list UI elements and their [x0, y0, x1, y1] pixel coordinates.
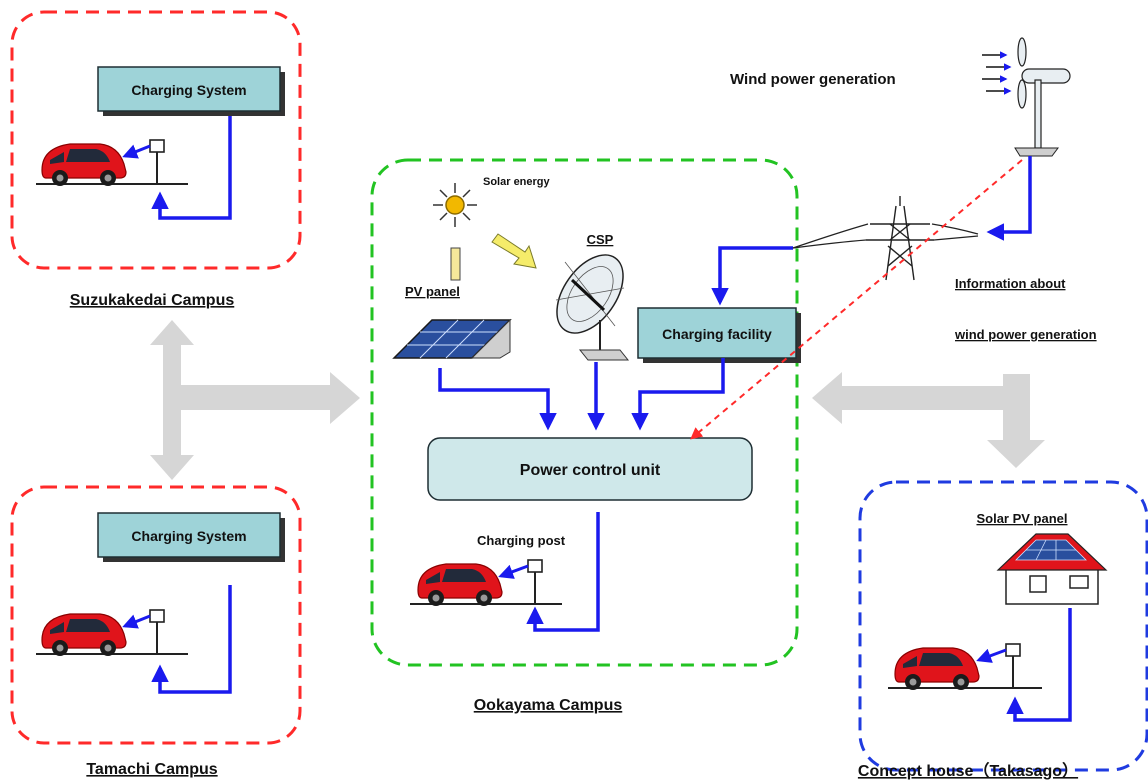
charging-post-icon: [149, 139, 165, 185]
charging-post-label: Charging post: [477, 533, 566, 548]
power-flow-line: [151, 585, 232, 694]
power-control-unit-label: Power control unit: [520, 462, 661, 479]
charging-system-label: Charging System: [131, 528, 246, 544]
gray-arrow-left-network: [150, 320, 360, 480]
suzukakedai-campus: Charging System: [36, 66, 285, 220]
csp-label: CSP: [587, 232, 614, 247]
sunlight-arrow: [491, 233, 537, 269]
pv-mount-post: [450, 247, 461, 281]
charging-system-box: [97, 66, 281, 112]
grid-to-facility-flow: [711, 246, 793, 306]
pv-panel-icon: [392, 318, 512, 359]
house-icon: [996, 533, 1108, 605]
sun-icon: [433, 183, 477, 227]
charging-facility-box: [637, 307, 797, 359]
pcu-to-post-flow: [526, 512, 600, 632]
charging-post-icon: [1005, 643, 1021, 689]
electric-car-icon: [41, 613, 127, 657]
charge-arrow: [976, 648, 1007, 663]
power-line-wire: [931, 223, 979, 235]
charging-post-icon: [527, 559, 543, 605]
concept-house-label: Concept house（Takasago）: [858, 762, 1078, 780]
tamachi-campus: Charging System: [36, 512, 285, 694]
electric-car-icon: [41, 143, 127, 187]
power-line-wire: [792, 223, 869, 249]
suzukakedai-boundary: [10, 10, 302, 270]
wind-information-link: [690, 159, 1023, 440]
power-control-unit-box: [427, 437, 753, 501]
tamachi-boundary: [10, 485, 302, 745]
charging-facility-label: Charging facility: [662, 326, 772, 342]
csp-dish-icon: [555, 254, 630, 361]
ookayama-campus-label: Ookayama Campus: [474, 697, 623, 714]
charging-post-icon: [149, 609, 165, 655]
tamachi-campus-label: Tamachi Campus: [86, 761, 217, 778]
concept-house-boundary: [858, 480, 1148, 772]
gray-arrow-right-network: [812, 372, 1045, 468]
pv-panel-label: PV panel: [405, 284, 460, 299]
charging-system-label: Charging System: [131, 82, 246, 98]
wind-turbine-icon: [982, 37, 1071, 157]
power-line-wire: [933, 235, 979, 241]
solar-pv-panel-label: Solar PV panel: [976, 511, 1067, 526]
electric-car-icon: [894, 647, 980, 691]
facility-to-pcu-flow: [631, 358, 725, 431]
ookayama-boundary: [370, 158, 799, 667]
transmission-tower-icon: [866, 196, 934, 281]
ookayama-campus: Solar energy PV panel CSP: [392, 176, 801, 632]
power-line-wire: [792, 239, 867, 249]
wind-info-label-line1: Information about: [955, 276, 1066, 291]
charge-arrow: [122, 144, 151, 159]
campus-link-arrows: [150, 320, 1045, 480]
wind-info-label-line2: wind power generation: [954, 327, 1097, 342]
electric-car-icon: [417, 563, 503, 607]
suzukakedai-campus-label: Suzukakedai Campus: [70, 292, 235, 309]
power-flow-line: [151, 116, 232, 220]
solar-energy-label: Solar energy: [483, 176, 551, 188]
charge-arrow: [498, 564, 529, 579]
pv-to-pcu-flow: [438, 368, 557, 431]
charge-arrow: [122, 614, 151, 629]
house-power-flow: [1006, 608, 1072, 722]
wind-to-grid-flow: [986, 156, 1032, 241]
wind-power-generation-label: Wind power generation: [730, 71, 896, 88]
concept-house: Solar PV panel: [888, 511, 1108, 722]
charging-system-box: [97, 512, 281, 558]
